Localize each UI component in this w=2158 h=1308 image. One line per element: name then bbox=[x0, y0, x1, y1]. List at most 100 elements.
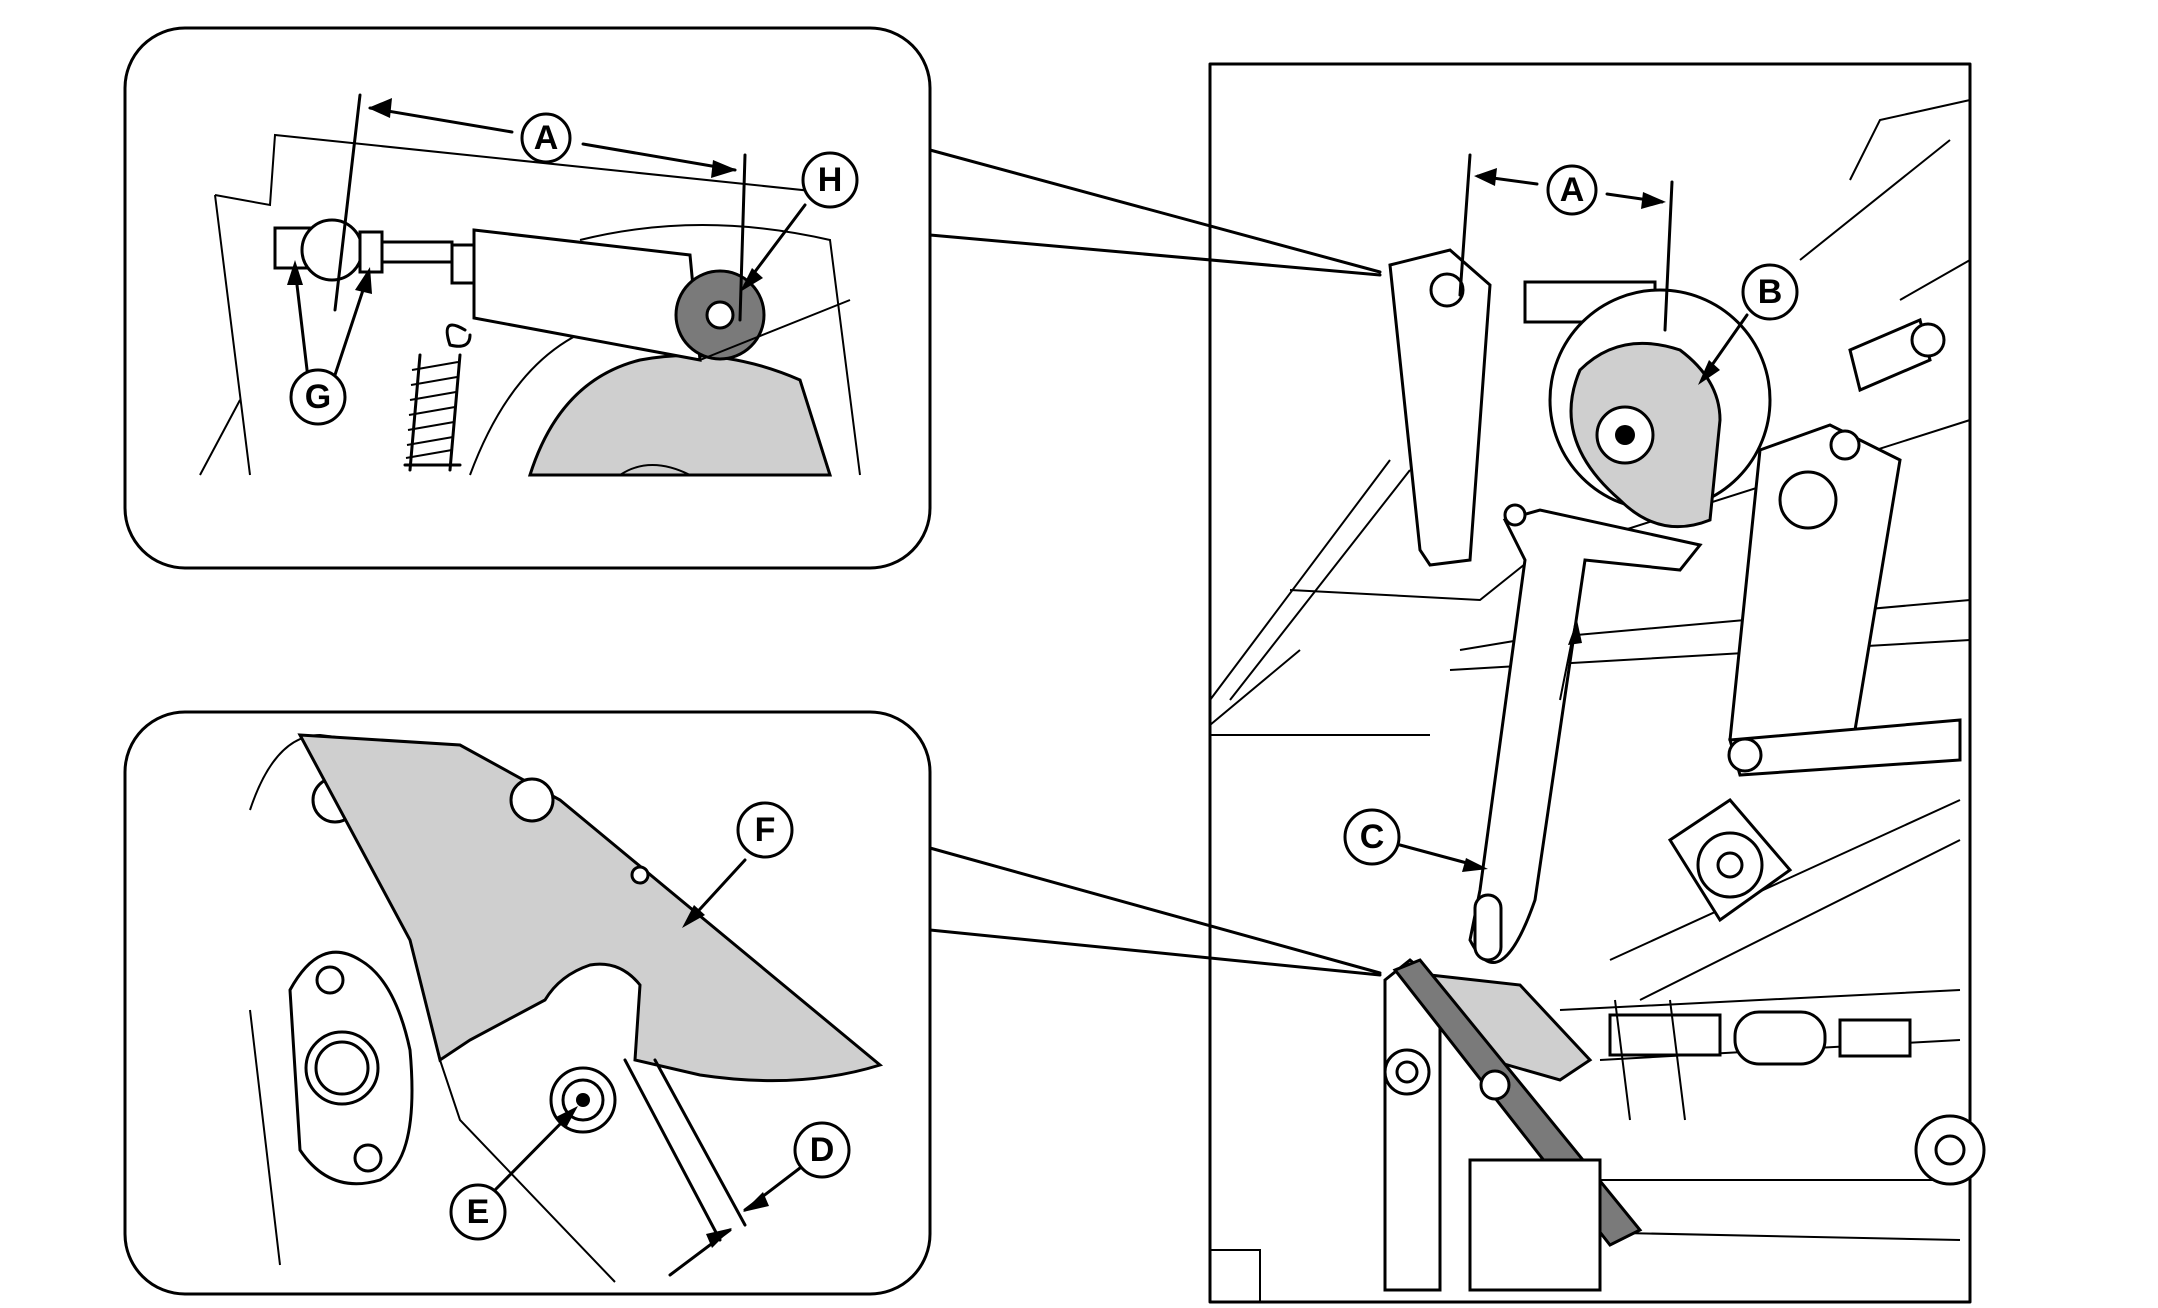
callout-circle bbox=[289, 368, 347, 426]
detail-bottom-frame-lines bbox=[249, 1009, 616, 1283]
callout-label: B bbox=[1758, 273, 1783, 311]
bearing-inner bbox=[1716, 851, 1744, 879]
callout-e: E bbox=[449, 1183, 507, 1241]
frame-lower-rails bbox=[1559, 799, 1961, 1061]
lower-roller-hub bbox=[1934, 1134, 1966, 1166]
detail-bottom-frame bbox=[123, 710, 932, 1296]
detail-top-leader bbox=[928, 148, 1382, 277]
callout-d: D bbox=[793, 1121, 851, 1179]
callout-circle bbox=[520, 112, 572, 164]
dim-a-arrow-right bbox=[711, 160, 737, 178]
leader-c-arrow bbox=[1462, 858, 1488, 872]
flange-bolt-bottom bbox=[353, 1143, 383, 1173]
link-edge bbox=[623, 1058, 747, 1242]
leader-e bbox=[493, 1110, 574, 1192]
cam-shaft bbox=[1615, 425, 1635, 445]
detail-bottom-leader bbox=[928, 846, 1382, 977]
plate-f bbox=[297, 733, 884, 1083]
spring-coils bbox=[405, 361, 459, 459]
detail-bottom bbox=[123, 710, 1382, 1296]
callout-f: F bbox=[736, 801, 794, 859]
flange-bolt-top bbox=[315, 965, 345, 995]
callout-g: G bbox=[289, 368, 347, 426]
pivot-hole bbox=[1429, 272, 1465, 308]
leader-h-arrow bbox=[740, 268, 763, 292]
cylinder-cap bbox=[1733, 1010, 1827, 1066]
callout-label: D bbox=[810, 1131, 835, 1169]
rod-slot bbox=[1473, 893, 1503, 962]
callout-circle bbox=[1546, 164, 1598, 216]
callout-circle bbox=[449, 1183, 507, 1241]
callout-label: A bbox=[1560, 171, 1585, 209]
dim-a-arrow-left bbox=[368, 98, 392, 118]
motion-arrow-head bbox=[1568, 620, 1582, 645]
rod-end-ball bbox=[300, 218, 364, 282]
bolt-e-center bbox=[576, 1093, 590, 1107]
rod-top-bolt bbox=[1503, 503, 1527, 527]
main-dim-a-arrows bbox=[1474, 168, 1666, 209]
flange-bore-inner bbox=[314, 1040, 370, 1096]
cylinder-fitting bbox=[1838, 1018, 1912, 1058]
upper-bracket bbox=[1848, 317, 1932, 393]
main-view bbox=[1208, 62, 1986, 1304]
plate-hole-small bbox=[630, 865, 650, 885]
main-view-annotations bbox=[1398, 153, 1749, 872]
detail-top bbox=[123, 26, 1382, 570]
main-view-frame bbox=[1208, 62, 1972, 1304]
lower-post-hole-inner bbox=[1395, 1060, 1419, 1084]
detail-top-hub-arc bbox=[619, 464, 691, 476]
main-dim-a-ext-left bbox=[1458, 153, 1472, 297]
callout-c: C bbox=[1343, 808, 1401, 866]
lower-frame-post bbox=[1383, 958, 1442, 1292]
cylinder-body bbox=[1608, 1013, 1722, 1057]
callout-label: A bbox=[534, 119, 559, 157]
link-pivot-bolt bbox=[1479, 1069, 1511, 1101]
callout-label: C bbox=[1360, 818, 1385, 856]
dim-a-ext-right bbox=[738, 153, 747, 322]
callout-label: G bbox=[305, 378, 331, 416]
callout-circle bbox=[736, 801, 794, 859]
spring-hook bbox=[445, 323, 472, 348]
callout-h: H bbox=[801, 151, 859, 209]
callout-circle bbox=[1343, 808, 1401, 866]
right-arm-hole bbox=[1778, 470, 1838, 530]
callout-b: B bbox=[1741, 263, 1799, 321]
leader-g-arrows bbox=[287, 260, 372, 294]
jam-nut-right bbox=[358, 230, 384, 274]
frame-member-upper bbox=[1209, 419, 1971, 736]
detail-top-housing bbox=[579, 224, 861, 476]
callout-label: H bbox=[818, 161, 843, 199]
eye-h-hole bbox=[705, 300, 735, 330]
link-bar-pin bbox=[1727, 737, 1763, 773]
leader-f-arrow bbox=[682, 905, 705, 928]
threaded-rod bbox=[380, 240, 454, 264]
dim-a-ext-left bbox=[333, 93, 362, 312]
lower-mount-plate bbox=[1468, 1158, 1602, 1292]
callout-a-detail: A bbox=[520, 112, 572, 164]
eye-h-lever bbox=[699, 299, 851, 361]
leader-e-arrow bbox=[556, 1106, 578, 1128]
cylinder-rods bbox=[1614, 999, 1686, 1121]
leader-b-arrow bbox=[1698, 360, 1720, 385]
main-dim-a-ext-right bbox=[1663, 180, 1674, 332]
tie-rod-tube-detail bbox=[472, 228, 702, 362]
callout-circle bbox=[801, 151, 859, 209]
detail-top-frame bbox=[123, 26, 932, 570]
callout-a-main: A bbox=[1546, 164, 1598, 216]
detail-top-cam bbox=[527, 354, 833, 477]
callout-label: E bbox=[467, 1193, 490, 1231]
plate-hole-large bbox=[509, 777, 555, 823]
detail-top-bracket bbox=[214, 133, 851, 207]
frame-diagonal bbox=[1209, 459, 1411, 701]
rod-nut bbox=[450, 243, 476, 285]
connecting-rod bbox=[1468, 508, 1703, 964]
callout-label: F bbox=[755, 811, 776, 849]
frame-top-right bbox=[1799, 99, 1971, 301]
right-arm-bolt bbox=[1829, 429, 1861, 461]
dim-d-arrows bbox=[706, 1192, 769, 1248]
upper-bracket-pin bbox=[1910, 322, 1946, 358]
callout-circle bbox=[1741, 263, 1799, 321]
detail-top-post bbox=[199, 194, 251, 476]
callout-circle bbox=[793, 1121, 851, 1179]
